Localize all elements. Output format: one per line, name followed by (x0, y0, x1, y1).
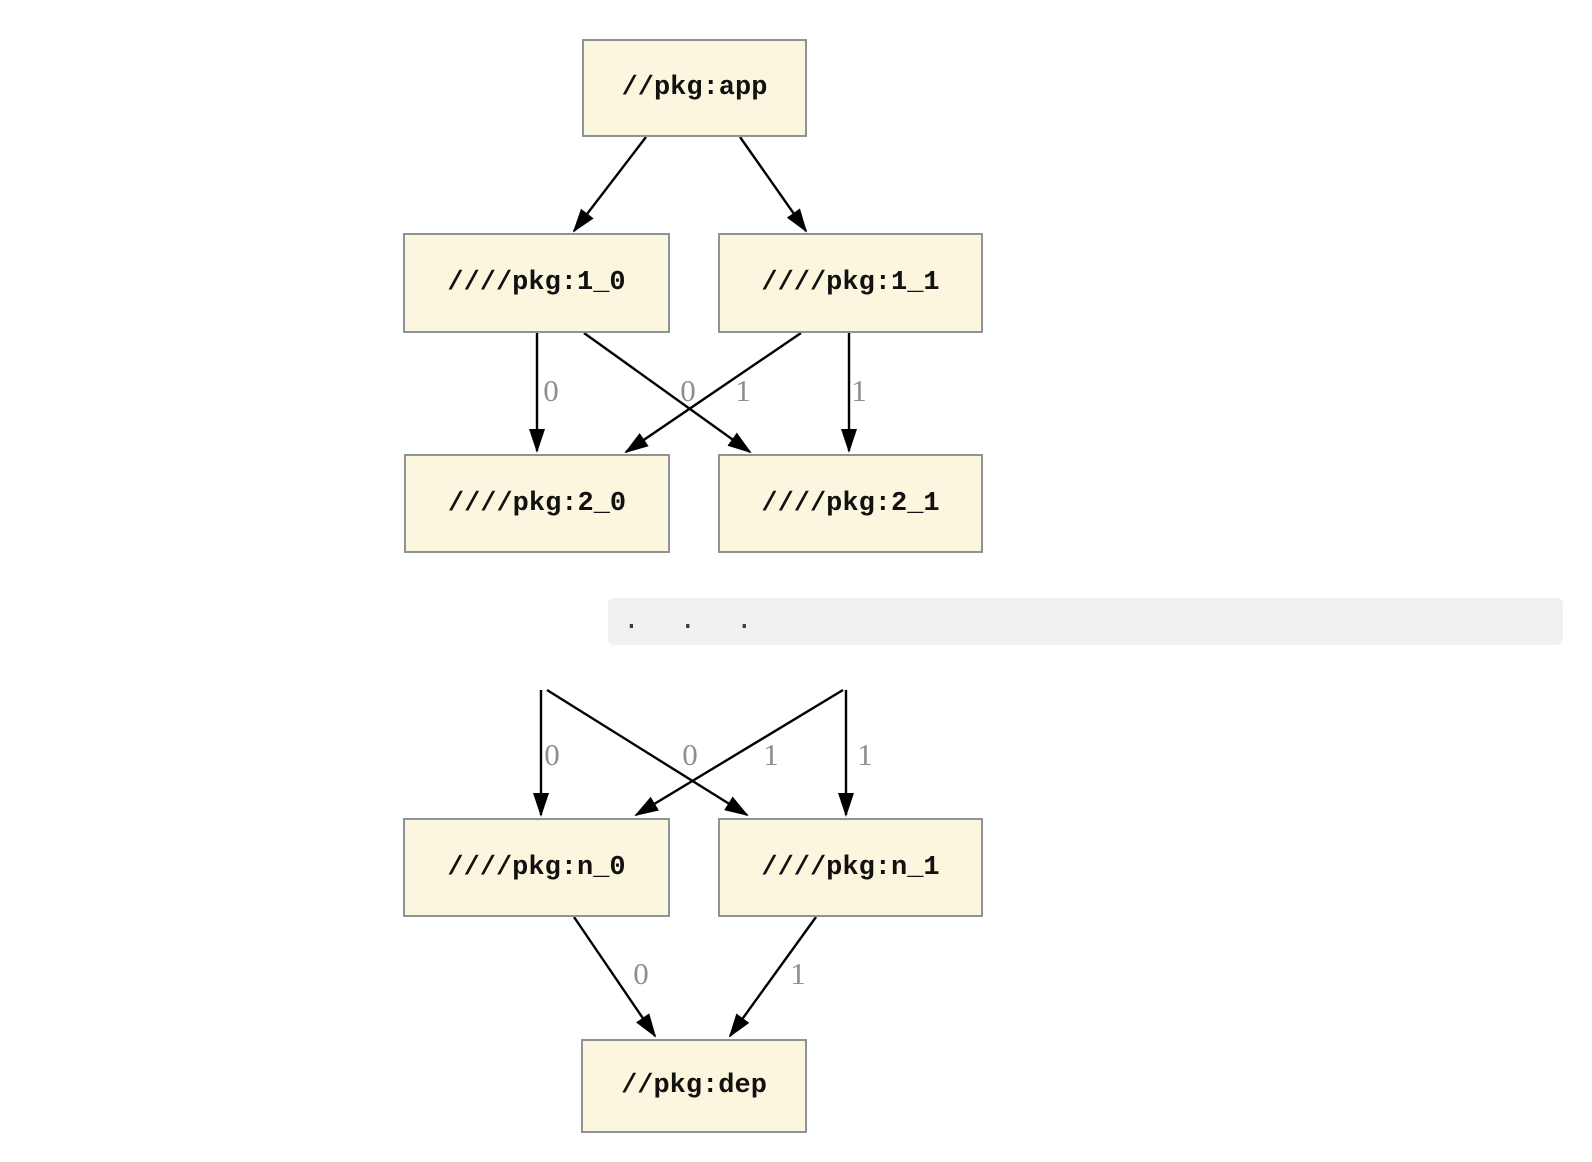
edge-app-to-1_1 (739, 136, 808, 233)
edge-label: 0 (682, 737, 698, 772)
edge-label: 1 (763, 737, 779, 772)
edge-n_1-to-dep (728, 916, 817, 1038)
node-pkg-1_1: ////pkg:1_1 (718, 233, 983, 333)
edge-label: 0 (633, 956, 649, 991)
edge-label: 0 (680, 373, 696, 408)
node-pkg-2_1: ////pkg:2_1 (718, 454, 983, 553)
edge-label: 1 (790, 956, 806, 991)
edge-n_0-to-dep (573, 916, 657, 1038)
ellipsis-bar: . . . (608, 598, 1563, 645)
edge-label: 1 (851, 373, 867, 408)
edge-label: 0 (543, 373, 559, 408)
edge-1_0-to-2_1 (583, 332, 752, 454)
edge-1_1-to-2_0 (624, 332, 802, 454)
edge-label: 1 (735, 373, 751, 408)
edge-ellipsis-to-n_1-cross (546, 688, 749, 817)
node-pkg-2_0: ////pkg:2_0 (404, 454, 670, 553)
node-pkg-n_1: ////pkg:n_1 (718, 818, 983, 917)
node-pkg-dep: //pkg:dep (581, 1039, 807, 1133)
node-pkg-1_0: ////pkg:1_0 (403, 233, 670, 333)
edge-label: 0 (544, 737, 560, 772)
node-pkg-n_0: ////pkg:n_0 (403, 818, 670, 917)
node-pkg-app: //pkg:app (582, 39, 807, 137)
edge-label: 1 (857, 737, 873, 772)
edge-app-to-1_0 (572, 136, 647, 233)
edge-ellipsis-to-n_0-cross (634, 688, 844, 817)
